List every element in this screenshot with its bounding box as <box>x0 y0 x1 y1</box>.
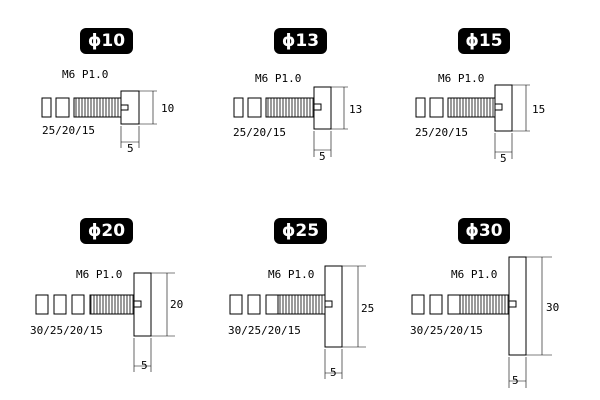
head-width-label: 5 <box>512 374 519 387</box>
diameter-badge: ϕ25 <box>274 218 327 244</box>
head-diameter-label: 10 <box>161 102 175 115</box>
bolt-drawing-phi20 <box>35 272 175 372</box>
head-width-label: 5 <box>330 366 337 379</box>
bolt-drawing-phi25 <box>229 265 366 379</box>
bolt-drawing-phi13 <box>233 86 348 157</box>
bolt-drawing-phi30 <box>411 256 552 388</box>
head-diameter-label: 13 <box>349 103 363 116</box>
head-width-label: 5 <box>319 150 326 163</box>
thread-spec-label: M6 P1.0 <box>62 68 109 81</box>
length-options-label: 25/20/15 <box>415 126 468 139</box>
head-diameter-label: 25 <box>361 302 375 315</box>
bolt-drawing-phi15 <box>415 84 530 159</box>
head-diameter-label: 15 <box>532 103 546 116</box>
head-width-label: 5 <box>141 359 148 372</box>
diameter-badge: ϕ20 <box>80 218 133 244</box>
head-diameter-label: 20 <box>170 298 184 311</box>
head-width-label: 5 <box>127 142 134 155</box>
length-options-label: 30/25/20/15 <box>30 324 103 337</box>
length-options-label: 25/20/15 <box>42 124 95 137</box>
diameter-badge: ϕ13 <box>274 28 327 54</box>
diameter-badge: ϕ10 <box>80 28 133 54</box>
head-width-label: 5 <box>500 152 507 165</box>
diameter-badge: ϕ30 <box>458 218 510 244</box>
diameter-badge: ϕ15 <box>458 28 510 54</box>
length-options-label: 30/25/20/15 <box>228 324 301 337</box>
head-diameter-label: 30 <box>546 301 560 314</box>
thread-spec-label: M6 P1.0 <box>76 268 123 281</box>
length-options-label: 30/25/20/15 <box>410 324 483 337</box>
thread-spec-label: M6 P1.0 <box>255 72 302 85</box>
thread-spec-label: M6 P1.0 <box>451 268 498 281</box>
thread-spec-label: M6 P1.0 <box>438 72 485 85</box>
bolt-drawing-phi10 <box>41 90 157 148</box>
length-options-label: 25/20/15 <box>233 126 286 139</box>
thread-spec-label: M6 P1.0 <box>268 268 315 281</box>
